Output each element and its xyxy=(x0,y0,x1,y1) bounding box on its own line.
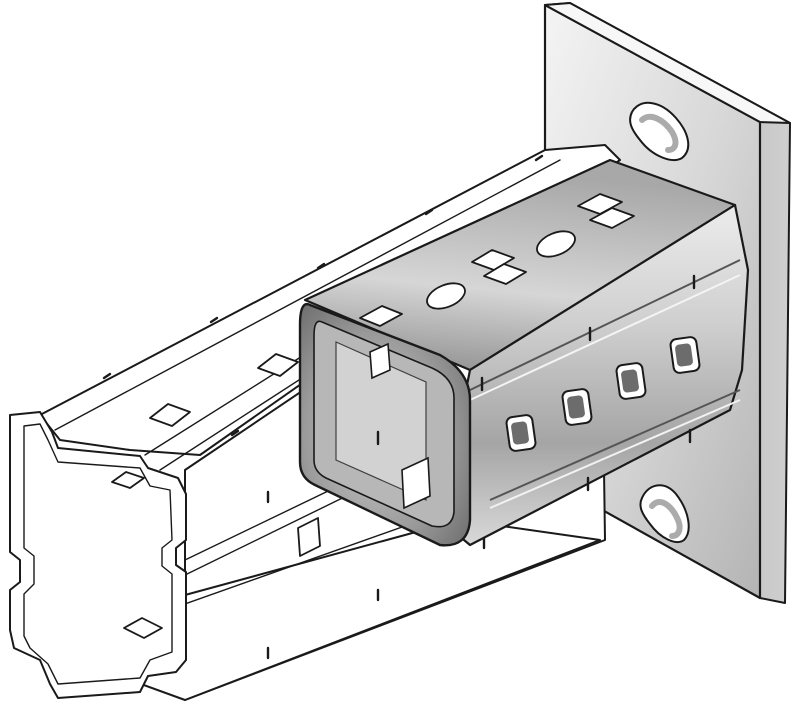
tick-mark xyxy=(316,262,326,270)
inner-hole xyxy=(369,342,391,380)
top-slot xyxy=(149,403,191,427)
tube-side-holes xyxy=(505,336,701,452)
top-slot xyxy=(111,471,145,489)
plate-slot-hole-bottom xyxy=(639,484,690,543)
tick-mark xyxy=(102,372,112,380)
tick-mark xyxy=(230,429,240,437)
tube-top-holes xyxy=(359,193,635,327)
tick-mark xyxy=(534,154,544,162)
side-slot xyxy=(297,517,321,557)
tick-mark xyxy=(209,316,219,324)
top-slot xyxy=(257,353,299,377)
square-tube-connector xyxy=(298,158,750,547)
bottom-slot xyxy=(123,617,163,639)
channel-end-profile xyxy=(9,411,187,699)
inner-hole xyxy=(401,456,431,510)
tick-mark xyxy=(424,208,434,216)
plate-slot-hole-top xyxy=(629,102,690,161)
